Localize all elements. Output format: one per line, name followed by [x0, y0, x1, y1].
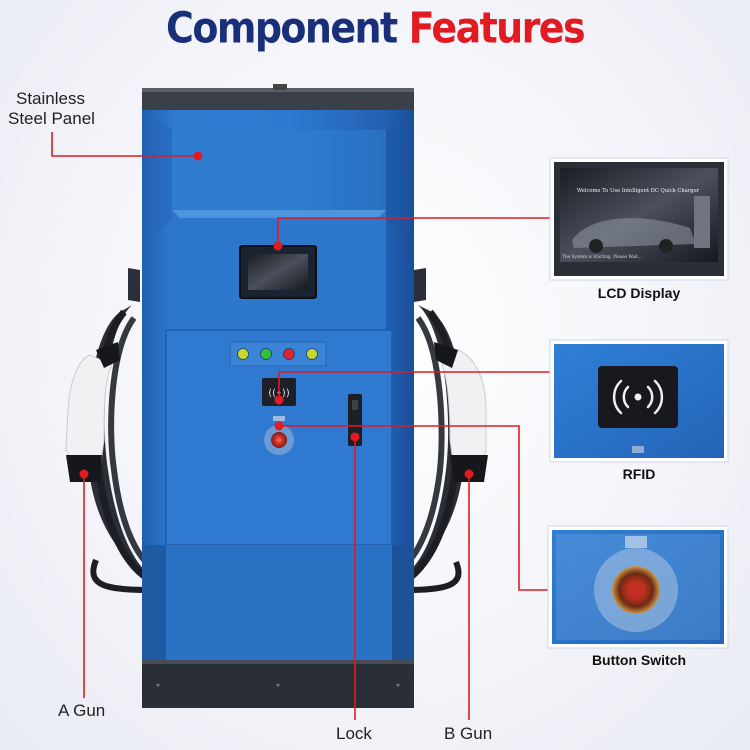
rfid-inset: [549, 339, 729, 463]
rfid-label: RFID: [622, 466, 656, 482]
lock-label: Lock: [336, 724, 372, 743]
title-word-features: Features: [408, 3, 586, 53]
a-gun-label: A Gun: [58, 701, 106, 720]
indicator-light: [283, 348, 295, 360]
button-switch-inset: [547, 525, 729, 649]
rfid-contactless-icon: [612, 379, 664, 415]
lcd-inset-heading: Welcome To Use Intelligent DC Quick Char…: [577, 188, 700, 194]
unit-lcd-screen: [248, 254, 308, 290]
a-gun-assembly: [65, 268, 153, 593]
callout-dots: [79, 151, 474, 479]
leader-lines: [51, 132, 550, 720]
button-switch-label: Button Switch: [591, 652, 687, 668]
title-word-component: Component: [166, 3, 398, 53]
b-gun-assembly: [401, 268, 488, 593]
stainless-label-line2: Steel Panel: [8, 109, 95, 128]
a-gun-holster: [128, 268, 140, 302]
cabinet-top-cap: [142, 88, 414, 110]
indicator-light: [306, 348, 318, 360]
lcd-inset: Welcome To Use Intelligent DC Quick Char…: [549, 157, 729, 281]
indicator-light: [237, 348, 249, 360]
b-gun-label: B Gun: [444, 724, 493, 743]
unit-lock-handle: [348, 394, 362, 446]
lcd-inset-status: The System is Starting, Please Wait...: [562, 254, 642, 259]
stainless-label-line1: Stainless: [16, 89, 85, 108]
indicator-light: [260, 348, 272, 360]
b-gun-holster: [414, 268, 426, 302]
stainless-steel-panel-callout: Stainless Steel Panel: [8, 89, 95, 129]
lcd-display-label: LCD Display: [597, 285, 681, 301]
